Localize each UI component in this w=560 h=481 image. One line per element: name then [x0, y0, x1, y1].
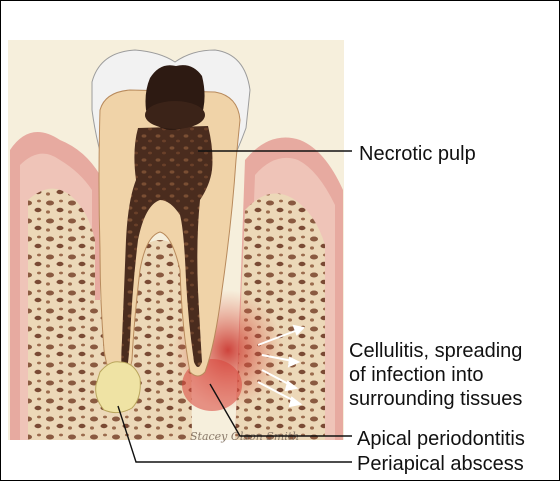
necrotic-pulp [121, 126, 213, 380]
label-periapical-abscess: Periapical abscess [357, 453, 524, 475]
label-cellulitis-line-2: of infection into [349, 364, 484, 386]
periapical-abscess [95, 361, 141, 414]
label-cellulitis: Cellulitis, spreading of infection into … [349, 339, 522, 411]
interradicular-bone [128, 240, 192, 440]
label-apical-periodontitis: Apical periodontitis [357, 428, 525, 450]
label-cellulitis-line-1: Cellulitis, spreading [349, 340, 523, 362]
label-necrotic-pulp: Necrotic pulp [359, 143, 476, 165]
leader-apical-periodontitis [209, 383, 352, 437]
alveolar-bone-left [28, 188, 95, 440]
cellulitis-arrows [257, 324, 305, 408]
leader-periapical-abscess [117, 405, 352, 463]
label-cellulitis-line-3: surrounding tissues [349, 388, 523, 410]
